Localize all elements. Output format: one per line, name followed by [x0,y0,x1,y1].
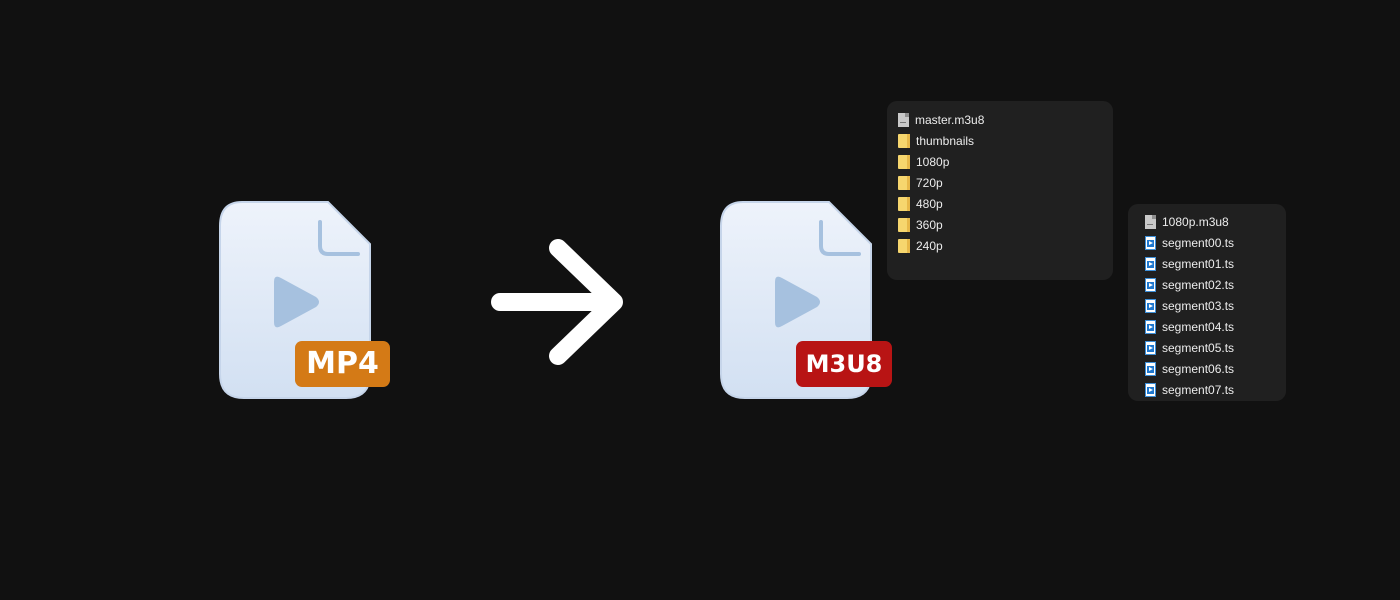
folder-icon [898,133,910,148]
list-item[interactable]: segment01.ts [1145,253,1286,274]
folder-icon [898,238,910,253]
folder-name: 720p [916,175,943,190]
list-item[interactable]: segment06.ts [1145,358,1286,379]
list-item[interactable]: segment05.ts [1145,337,1286,358]
folder-name: 360p [916,217,943,232]
folder-icon [898,175,910,190]
video-segment-icon [1145,340,1156,355]
file-name: 1080p.m3u8 [1162,214,1229,229]
file-name: segment05.ts [1162,340,1235,355]
list-item[interactable]: segment00.ts [1145,232,1286,253]
file-name: segment07.ts [1162,382,1235,397]
video-segment-icon [1145,277,1156,292]
file-name: segment00.ts [1162,235,1235,250]
list-item[interactable]: segment04.ts [1145,316,1286,337]
list-item[interactable]: master.m3u8 [898,109,1113,130]
video-segment-icon [1145,361,1156,376]
list-item[interactable]: segment07.ts [1145,379,1286,400]
list-item[interactable]: 240p [898,235,1113,256]
folder-icon [898,154,910,169]
file-name: master.m3u8 [915,112,985,127]
folder-name: 1080p [916,154,950,169]
folder-icon [898,217,910,232]
file-name: segment04.ts [1162,319,1235,334]
list-item[interactable]: 720p [898,172,1113,193]
video-segment-icon [1145,256,1156,271]
video-segment-icon [1145,382,1156,397]
playlist-file-icon [1145,214,1156,229]
file-name: segment02.ts [1162,277,1235,292]
file-name: segment01.ts [1162,256,1235,271]
variant-folder-listing: 1080p.m3u8 segment00.ts segment01.ts seg… [1128,204,1286,401]
playlist-file-icon [898,112,909,127]
arrow-right-icon [491,239,623,365]
list-item[interactable]: 1080p.m3u8 [1145,211,1286,232]
list-item[interactable]: segment02.ts [1145,274,1286,295]
folder-name: 480p [916,196,943,211]
m3u8-badge: M3U8 [796,341,892,387]
m3u8-file-icon: M3U8 [719,198,899,408]
video-segment-icon [1145,298,1156,313]
list-item[interactable]: thumbnails [898,130,1113,151]
folder-name: thumbnails [916,133,975,148]
folder-icon [898,196,910,211]
output-folder-listing: master.m3u8 thumbnails 1080p 720p 480p 3… [887,101,1113,280]
file-name: segment03.ts [1162,298,1235,313]
file-name: segment06.ts [1162,361,1235,376]
list-item[interactable]: 1080p [898,151,1113,172]
folder-name: 240p [916,238,943,253]
mp4-badge: MP4 [295,341,390,387]
list-item[interactable]: 360p [898,214,1113,235]
list-item[interactable]: segment03.ts [1145,295,1286,316]
video-segment-icon [1145,235,1156,250]
list-item[interactable]: 480p [898,193,1113,214]
video-segment-icon [1145,319,1156,334]
mp4-file-icon: MP4 [218,198,398,408]
